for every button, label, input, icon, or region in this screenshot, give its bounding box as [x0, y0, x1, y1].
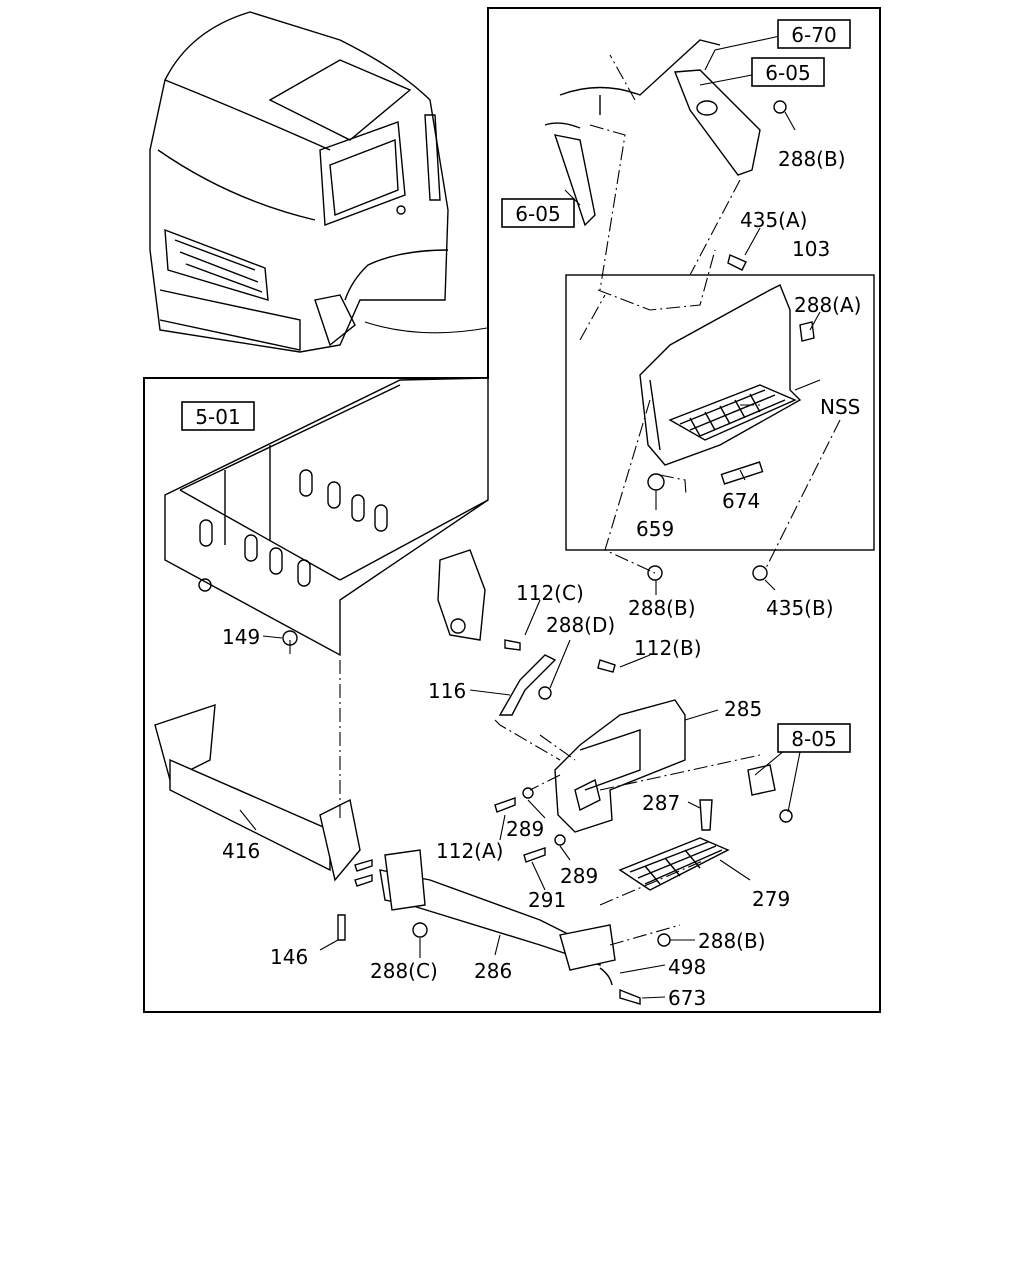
label-112B: 112(B) — [634, 636, 702, 660]
label-288B-mid: 288(B) — [628, 596, 696, 620]
label-289-a: 289 — [506, 817, 544, 841]
bracket-6-05-top — [559, 39, 761, 176]
ref-6-05-top-text: 6-05 — [765, 61, 810, 85]
label-116: 116 — [428, 679, 466, 703]
label-416: 416 — [222, 839, 260, 863]
chassis-frame-5-01 — [164, 377, 489, 657]
ref-box-6-05-left: 6-05 — [501, 198, 575, 228]
bracket-6-05-left — [544, 122, 596, 227]
label-659: 659 — [636, 517, 674, 541]
step-bracket-285 — [554, 699, 686, 833]
truck-cab-illustration — [149, 11, 488, 353]
label-674: 674 — [722, 489, 760, 513]
ref-6-70-text: 6-70 — [791, 23, 836, 47]
assembly-lines — [289, 54, 841, 946]
ref-5-01-text: 5-01 — [195, 405, 240, 429]
label-288D: 288(D) — [546, 613, 615, 637]
label-103: 103 — [792, 237, 830, 261]
plate-8-05 — [747, 764, 793, 823]
label-112A: 112(A) — [436, 839, 503, 863]
cross-member-416 — [154, 703, 361, 882]
label-291: 291 — [528, 888, 566, 912]
label-146: 146 — [270, 945, 308, 969]
ref-box-6-05-top: 6-05 — [751, 57, 825, 87]
label-leaders — [239, 35, 821, 999]
ref-8-05-text: 8-05 — [791, 727, 836, 751]
label-289-b: 289 — [560, 864, 598, 888]
label-286: 286 — [474, 959, 512, 983]
step-tread-279 — [618, 799, 730, 891]
label-288B-top: 288(B) — [778, 147, 846, 171]
label-287: 287 — [642, 791, 680, 815]
fasteners — [337, 787, 566, 941]
step-assembly-103 — [639, 100, 815, 581]
label-112C: 112(C) — [516, 581, 584, 605]
ref-6-05-left-text: 6-05 — [515, 202, 560, 226]
ref-box-8-05: 8-05 — [777, 723, 851, 753]
bracket-116 — [498, 639, 616, 716]
step-detail-frame — [565, 274, 875, 551]
label-673: 673 — [668, 986, 706, 1010]
part-labels: 288(B) 435(A) 103 288(A) NSS 674 659 288… — [222, 147, 861, 1010]
ref-box-6-70: 6-70 — [777, 19, 851, 49]
label-288B-bot: 288(B) — [698, 929, 766, 953]
label-149: 149 — [222, 625, 260, 649]
step-arm-286 — [379, 849, 671, 1005]
label-NSS: NSS — [820, 395, 860, 419]
label-435A: 435(A) — [740, 208, 807, 232]
label-279: 279 — [752, 887, 790, 911]
label-288C: 288(C) — [370, 959, 438, 983]
ref-box-5-01: 5-01 — [181, 401, 255, 431]
label-435B: 435(B) — [766, 596, 834, 620]
label-498: 498 — [668, 955, 706, 979]
label-288A: 288(A) — [794, 293, 861, 317]
label-285: 285 — [724, 697, 762, 721]
